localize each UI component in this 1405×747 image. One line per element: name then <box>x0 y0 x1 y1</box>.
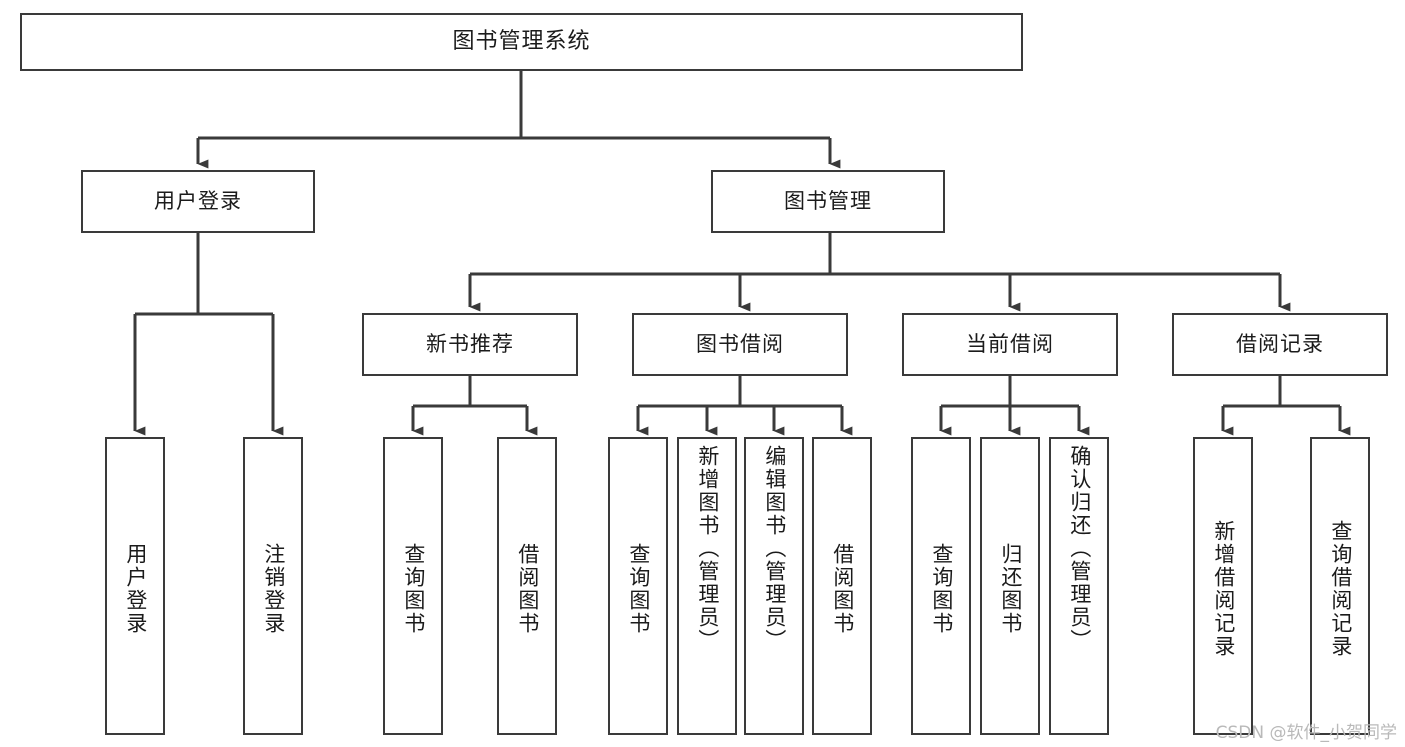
leaf-current-borrow-confirm-return-admin[interactable]: 确认归还（管理员） <box>1049 437 1109 735</box>
node-label: 查询借阅记录 <box>1328 520 1353 658</box>
leaf-book-borrow-borrow-book[interactable]: 借阅图书 <box>812 437 872 735</box>
node-label: 用户登录 <box>154 189 242 213</box>
node-label: 新增借阅记录 <box>1211 520 1236 658</box>
node-label: 注销登录 <box>261 543 286 635</box>
node-label: 确认归还（管理员） <box>1067 445 1092 652</box>
leaf-user-login-login[interactable]: 用户登录 <box>105 437 165 735</box>
node-label: 借阅图书 <box>830 543 855 635</box>
leaf-borrow-record-add-record[interactable]: 新增借阅记录 <box>1193 437 1253 735</box>
node-user-login[interactable]: 用户登录 <box>81 170 315 233</box>
leaf-book-borrow-add-book-admin[interactable]: 新增图书（管理员） <box>677 437 737 735</box>
node-book-management[interactable]: 图书管理 <box>711 170 945 233</box>
leaf-book-borrow-query-book[interactable]: 查询图书 <box>608 437 668 735</box>
node-label: 图书借阅 <box>696 332 784 356</box>
node-label: 新增图书（管理员） <box>695 445 720 652</box>
node-label: 查询图书 <box>929 543 954 635</box>
leaf-borrow-record-query-record[interactable]: 查询借阅记录 <box>1310 437 1370 735</box>
node-label: 查询图书 <box>626 543 651 635</box>
node-label: 图书管理 <box>784 189 872 213</box>
node-root-book-management-system[interactable]: 图书管理系统 <box>20 13 1023 71</box>
node-new-book-recommend[interactable]: 新书推荐 <box>362 313 578 376</box>
node-label: 编辑图书（管理员） <box>762 445 787 652</box>
watermark: CSDN @软件_小贺同学 <box>1215 723 1397 743</box>
node-book-borrow[interactable]: 图书借阅 <box>632 313 848 376</box>
node-label: 图书管理系统 <box>452 29 591 54</box>
node-label: 借阅记录 <box>1236 332 1324 356</box>
leaf-new-book-borrow-book[interactable]: 借阅图书 <box>497 437 557 735</box>
node-label: 当前借阅 <box>966 332 1054 356</box>
leaf-user-login-logout[interactable]: 注销登录 <box>243 437 303 735</box>
leaf-new-book-query-book[interactable]: 查询图书 <box>383 437 443 735</box>
node-label: 归还图书 <box>998 543 1023 635</box>
node-label: 用户登录 <box>123 543 148 635</box>
leaf-current-borrow-return-book[interactable]: 归还图书 <box>980 437 1040 735</box>
leaf-book-borrow-edit-book-admin[interactable]: 编辑图书（管理员） <box>744 437 804 735</box>
node-current-borrow[interactable]: 当前借阅 <box>902 313 1118 376</box>
node-label: 借阅图书 <box>515 543 540 635</box>
node-borrow-record[interactable]: 借阅记录 <box>1172 313 1388 376</box>
node-label: 查询图书 <box>401 543 426 635</box>
node-label: 新书推荐 <box>426 332 514 356</box>
leaf-current-borrow-query-book[interactable]: 查询图书 <box>911 437 971 735</box>
